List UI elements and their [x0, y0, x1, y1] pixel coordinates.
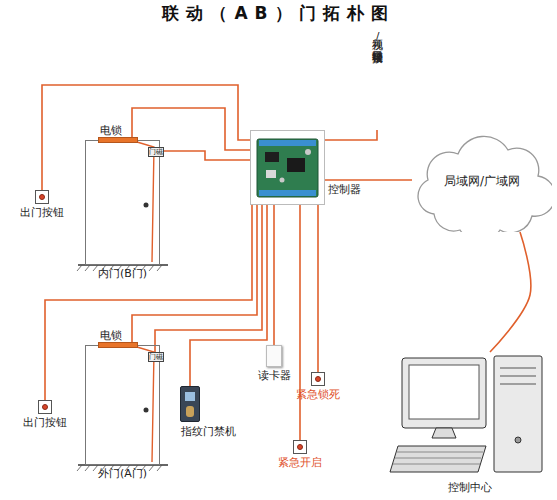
node-label: 电锁 [100, 329, 122, 342]
monitor-stand [432, 428, 456, 438]
node-label: 外门(A门) [98, 467, 147, 480]
computer-tower [494, 356, 542, 472]
wire-connector [325, 130, 377, 140]
interface-label: 视频/报警联动接口 [369, 30, 385, 130]
node-label: 门磁 [149, 353, 163, 361]
wire-connector [317, 205, 319, 372]
door-knob [144, 408, 149, 413]
wire-connector [155, 205, 262, 352]
door-sensor: 门磁 [148, 147, 164, 157]
chip [265, 152, 279, 162]
fingerprint-terminal: 指纹门禁机 [180, 386, 200, 422]
wire-connector [299, 205, 301, 440]
wire-connector [132, 108, 250, 150]
capacitor [280, 178, 285, 183]
button-dot [42, 404, 48, 410]
wire-connector [273, 205, 275, 345]
control-center: 控制中心 [395, 352, 545, 478]
button-dot [39, 194, 45, 200]
drive-slots [500, 368, 536, 384]
electric-lock: 电锁 [98, 137, 138, 143]
node-label: 读卡器 [258, 369, 291, 382]
exit-button: 出门按钮 [35, 190, 49, 204]
door: 内门(B门)电锁门磁 [85, 140, 160, 265]
door-leaf [137, 142, 154, 262]
controller: 控制器 [250, 130, 325, 205]
node-label: 指纹门禁机 [181, 425, 236, 438]
node-label: 电锁 [100, 124, 122, 137]
exit-button: 出门按钮 [38, 400, 52, 414]
finger-pad [186, 406, 194, 417]
node-label: 局域网/广域网 [444, 175, 520, 188]
node-label: 视频/报警联动接口 [369, 30, 385, 130]
capacitor [305, 149, 311, 155]
node-label: 控制器 [328, 183, 361, 196]
wire-connector [325, 179, 412, 181]
door-knob [144, 203, 149, 208]
terminal-block [259, 140, 316, 146]
wire-connector [45, 205, 252, 400]
button-dot [297, 444, 303, 450]
monitor [402, 358, 486, 428]
terminal-screen [185, 392, 195, 401]
terminal-block [259, 190, 316, 196]
node-label: 门磁 [149, 148, 163, 156]
power-button [515, 437, 521, 443]
card-reader: 读卡器 [266, 345, 282, 367]
door-sensor: 门磁 [148, 352, 164, 362]
network-cloud: 局域网/广域网 [412, 130, 552, 232]
circuit-board [257, 139, 318, 197]
wire-connector [190, 205, 267, 386]
node-label: 出门按钮 [23, 416, 67, 429]
node-label: 紧急开启 [278, 456, 322, 469]
emergency-button: 紧急开启 [293, 440, 307, 454]
chip [266, 170, 276, 178]
cloud-shape [418, 136, 552, 232]
wire-connector [42, 85, 250, 190]
door: 外门(A门)电锁门磁 [85, 345, 160, 465]
chip [287, 158, 305, 172]
keyboard [390, 446, 486, 472]
diagram-title: 联动（AB）门拓朴图 [0, 2, 557, 25]
button-dot [315, 376, 321, 382]
wire-connector [164, 151, 250, 160]
node-label: 紧急锁死 [296, 388, 340, 401]
electric-lock: 电锁 [98, 342, 138, 348]
wire-connector [132, 205, 257, 342]
node-label: 控制中心 [448, 481, 492, 494]
wire-connector [490, 232, 531, 352]
monitor-screen [409, 365, 479, 419]
emergency-button: 紧急锁死 [311, 372, 325, 386]
node-label: 出门按钮 [20, 206, 64, 219]
node-label: 内门(B门) [98, 267, 147, 280]
door-leaf [137, 347, 154, 462]
keyboard-keys [393, 452, 483, 464]
